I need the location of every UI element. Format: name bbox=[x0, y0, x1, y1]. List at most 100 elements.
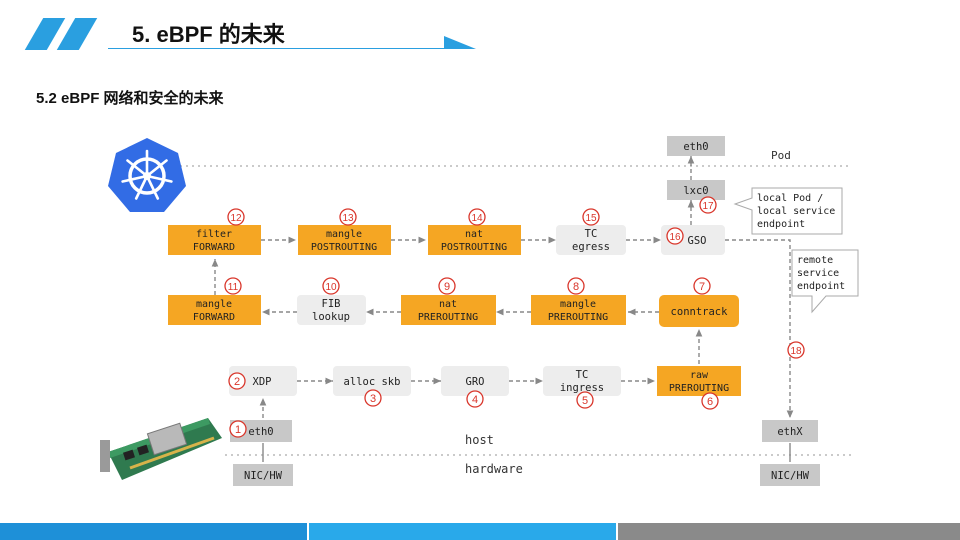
svg-text:mangle: mangle bbox=[196, 299, 232, 310]
node-nat-prerouting: nat PREROUTING bbox=[401, 295, 496, 325]
node-gro: GRO bbox=[441, 366, 509, 396]
node-mangle-forward: mangle FORWARD bbox=[168, 295, 261, 325]
svg-text:remote: remote bbox=[797, 255, 833, 266]
marker-9: 9 bbox=[438, 277, 456, 295]
svg-text:lookup: lookup bbox=[312, 311, 350, 323]
svg-text:XDP: XDP bbox=[253, 376, 272, 388]
callout-local-endpoint: local Pod / local service endpoint bbox=[733, 187, 843, 235]
svg-text:8: 8 bbox=[573, 281, 579, 293]
node-nic-hw-left: NIC/HW bbox=[233, 464, 293, 486]
svg-text:7: 7 bbox=[699, 281, 705, 293]
svg-text:12: 12 bbox=[230, 213, 242, 224]
svg-text:2: 2 bbox=[234, 376, 240, 388]
footer-bar-blue bbox=[0, 523, 307, 540]
node-lxc0: lxc0 bbox=[667, 180, 725, 200]
svg-text:TC: TC bbox=[576, 369, 589, 381]
svg-text:endpoint: endpoint bbox=[757, 219, 805, 230]
svg-text:18: 18 bbox=[790, 346, 802, 357]
marker-8: 8 bbox=[567, 277, 585, 295]
node-alloc-skb: alloc skb bbox=[333, 366, 411, 396]
node-conntrack: conntrack bbox=[659, 295, 739, 327]
network-card-icon bbox=[100, 418, 222, 480]
svg-text:PREROUTING: PREROUTING bbox=[669, 383, 729, 394]
marker-1: 1 bbox=[229, 420, 247, 438]
svg-text:11: 11 bbox=[228, 282, 239, 293]
svg-text:local service: local service bbox=[757, 206, 835, 217]
marker-15: 15 bbox=[582, 208, 600, 226]
svg-text:FORWARD: FORWARD bbox=[193, 242, 235, 253]
svg-text:FIB: FIB bbox=[322, 298, 341, 310]
marker-3: 3 bbox=[364, 389, 382, 407]
node-xdp: XDP bbox=[229, 366, 297, 396]
page-title: 5. eBPF 的未来 bbox=[132, 22, 285, 47]
marker-17: 17 bbox=[699, 196, 717, 214]
node-tc-egress: TC egress bbox=[556, 225, 626, 255]
node-raw-prerouting: raw PREROUTING bbox=[657, 366, 741, 396]
svg-text:endpoint: endpoint bbox=[797, 281, 845, 292]
svg-text:TC: TC bbox=[585, 228, 598, 240]
svg-text:service: service bbox=[797, 268, 839, 279]
svg-text:15: 15 bbox=[585, 213, 597, 224]
svg-text:6: 6 bbox=[707, 396, 713, 408]
svg-text:ethX: ethX bbox=[777, 426, 803, 438]
svg-text:17: 17 bbox=[702, 201, 714, 212]
marker-18: 18 bbox=[787, 341, 805, 359]
svg-text:GRO: GRO bbox=[466, 376, 485, 388]
svg-text:5: 5 bbox=[582, 395, 588, 407]
node-filter-forward: filter FORWARD bbox=[168, 225, 261, 255]
svg-text:ingress: ingress bbox=[560, 382, 604, 394]
svg-text:nat: nat bbox=[439, 299, 457, 310]
svg-text:GSO: GSO bbox=[688, 235, 707, 247]
node-eth0-pod: eth0 bbox=[667, 136, 725, 156]
svg-text:13: 13 bbox=[342, 213, 354, 224]
marker-13: 13 bbox=[339, 208, 357, 226]
svg-text:alloc skb: alloc skb bbox=[344, 376, 401, 388]
node-nat-postrouting: nat POSTROUTING bbox=[428, 225, 521, 255]
callout-remote-endpoint: remote service endpoint bbox=[791, 249, 859, 314]
svg-text:3: 3 bbox=[370, 393, 376, 405]
svg-text:4: 4 bbox=[472, 394, 478, 406]
marker-5: 5 bbox=[576, 391, 594, 409]
zone-label-hardware: hardware bbox=[465, 462, 523, 476]
marker-2: 2 bbox=[228, 372, 246, 390]
marker-14: 14 bbox=[468, 208, 486, 226]
zone-label-pod: Pod bbox=[771, 149, 791, 162]
svg-text:eth0: eth0 bbox=[248, 426, 273, 438]
marker-16: 16 bbox=[666, 227, 684, 245]
svg-text:16: 16 bbox=[669, 232, 681, 243]
footer-bar-gray bbox=[618, 523, 960, 540]
kubernetes-logo-icon bbox=[108, 138, 186, 212]
node-nic-hw-right: NIC/HW bbox=[760, 464, 820, 486]
svg-text:NIC/HW: NIC/HW bbox=[771, 470, 810, 482]
svg-text:POSTROUTING: POSTROUTING bbox=[441, 242, 507, 253]
marker-10: 10 bbox=[322, 277, 340, 295]
svg-text:FORWARD: FORWARD bbox=[193, 312, 235, 323]
node-ethx: ethX bbox=[762, 420, 818, 442]
node-fib-lookup: FIB lookup bbox=[297, 295, 366, 325]
zone-label-host: host bbox=[465, 433, 494, 447]
svg-text:egress: egress bbox=[572, 241, 610, 253]
svg-text:lxc0: lxc0 bbox=[683, 185, 708, 197]
marker-7: 7 bbox=[693, 277, 711, 295]
svg-text:nat: nat bbox=[465, 229, 483, 240]
svg-text:1: 1 bbox=[235, 424, 241, 436]
node-mangle-prerouting: mangle PREROUTING bbox=[531, 295, 626, 325]
svg-text:local Pod /: local Pod / bbox=[757, 193, 823, 204]
marker-12: 12 bbox=[227, 208, 245, 226]
svg-text:mangle: mangle bbox=[560, 299, 596, 310]
svg-text:9: 9 bbox=[444, 281, 450, 293]
svg-text:PREROUTING: PREROUTING bbox=[418, 312, 478, 323]
marker-4: 4 bbox=[466, 390, 484, 408]
title-underline bbox=[108, 48, 448, 49]
svg-text:PREROUTING: PREROUTING bbox=[548, 312, 608, 323]
svg-text:eth0: eth0 bbox=[683, 141, 708, 153]
marker-11: 11 bbox=[224, 277, 242, 295]
svg-text:NIC/HW: NIC/HW bbox=[244, 470, 283, 482]
footer-bar-lightblue bbox=[309, 523, 616, 540]
svg-text:conntrack: conntrack bbox=[671, 306, 729, 318]
svg-text:10: 10 bbox=[325, 282, 337, 293]
svg-text:14: 14 bbox=[471, 213, 483, 224]
section-subtitle: 5.2 eBPF 网络和安全的未来 bbox=[36, 90, 224, 107]
node-tc-ingress: TC ingress bbox=[543, 366, 621, 396]
